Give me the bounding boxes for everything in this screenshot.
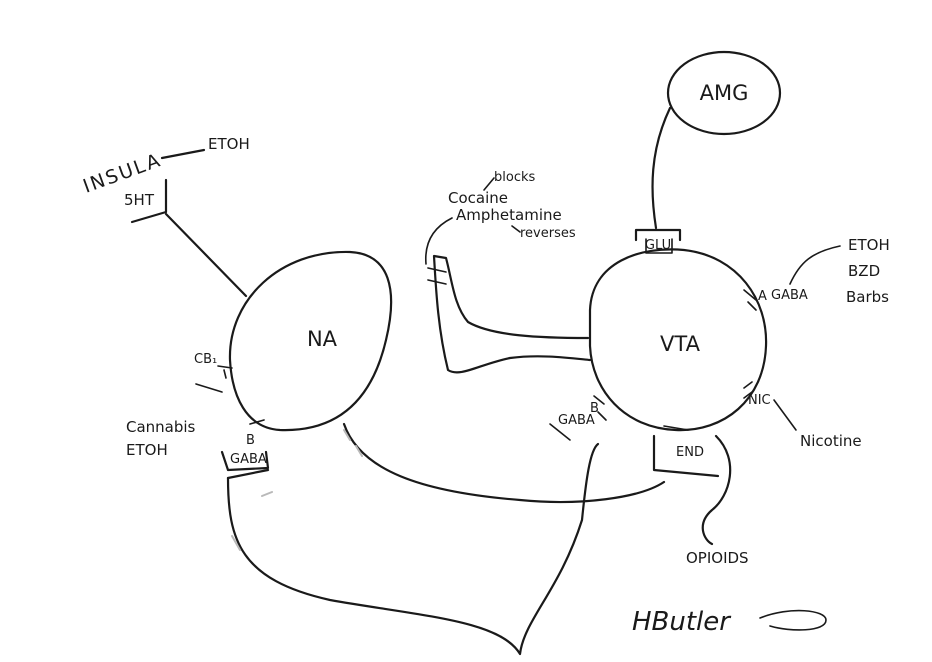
gaba-na-b-label: B [246,433,255,448]
da-block-marks [427,267,447,285]
signature: HButler [632,607,732,637]
gaba-loop-outer [226,468,270,480]
na-label: NA [307,327,338,351]
5ht-to-na-path [164,212,248,298]
etoh-insula-line [160,148,206,160]
cannabis-label: Cannabis [126,418,196,436]
etoh-vta-label: ETOH [848,236,890,254]
gaba-loop-path [226,442,600,656]
blocks-label: blocks [494,170,535,185]
gaba-vta-terminal [549,395,607,441]
gaba-a-receptor [743,289,757,311]
nic-label: NIC [748,393,771,408]
glu-box [645,238,673,254]
opioids-label: OPIOIDS [686,549,749,567]
cb1-receptor [217,365,233,379]
reverses-label: reverses [520,226,576,241]
vta-node [588,248,768,432]
reverses-line [511,225,521,233]
gaba-na-terminal [220,450,270,472]
end-label: END [676,445,704,460]
cocaine-label: Cocaine [448,189,508,207]
erased-mark [231,429,363,551]
gaba-vta-b-label: B [590,401,599,416]
cannabis-line [195,383,223,393]
gaba-na-label: GABA [230,452,267,467]
etoh-cannabis-label: ETOH [126,441,168,459]
na-node [228,250,393,432]
amphetamine-label: Amphetamine [456,206,562,224]
gaba-a-label: GABA [771,288,808,303]
gaba-a-letter: A [758,289,767,304]
barbs-label: Barbs [846,288,889,306]
na-to-vta-end-path [342,422,666,504]
vta-label: VTA [660,332,701,356]
nicotine-line [773,399,797,431]
cb1-label: CB₁ [194,352,217,367]
amg-label: AMG [700,81,749,105]
end-terminal [652,434,720,478]
nic-receptor [743,381,753,399]
5ht-label: 5HT [124,191,155,209]
gaba-a-drugs-line [789,245,841,285]
signature-flourish [759,609,827,631]
bzd-label: BZD [848,262,880,280]
etoh-insula-label: ETOH [208,135,250,153]
end-receptor [663,425,689,431]
gaba-vta-label: GABA [558,413,595,428]
5ht-terminal [130,178,168,224]
gaba-na-receptor [249,419,265,425]
nicotine-label: Nicotine [800,432,862,450]
da-projection [432,254,592,374]
amg-to-vta-path [651,106,672,230]
stimulant-line [425,217,453,265]
glu-terminal [634,228,682,242]
opioids-line [701,434,732,546]
blocks-line [483,177,495,191]
amg-node [666,50,782,136]
